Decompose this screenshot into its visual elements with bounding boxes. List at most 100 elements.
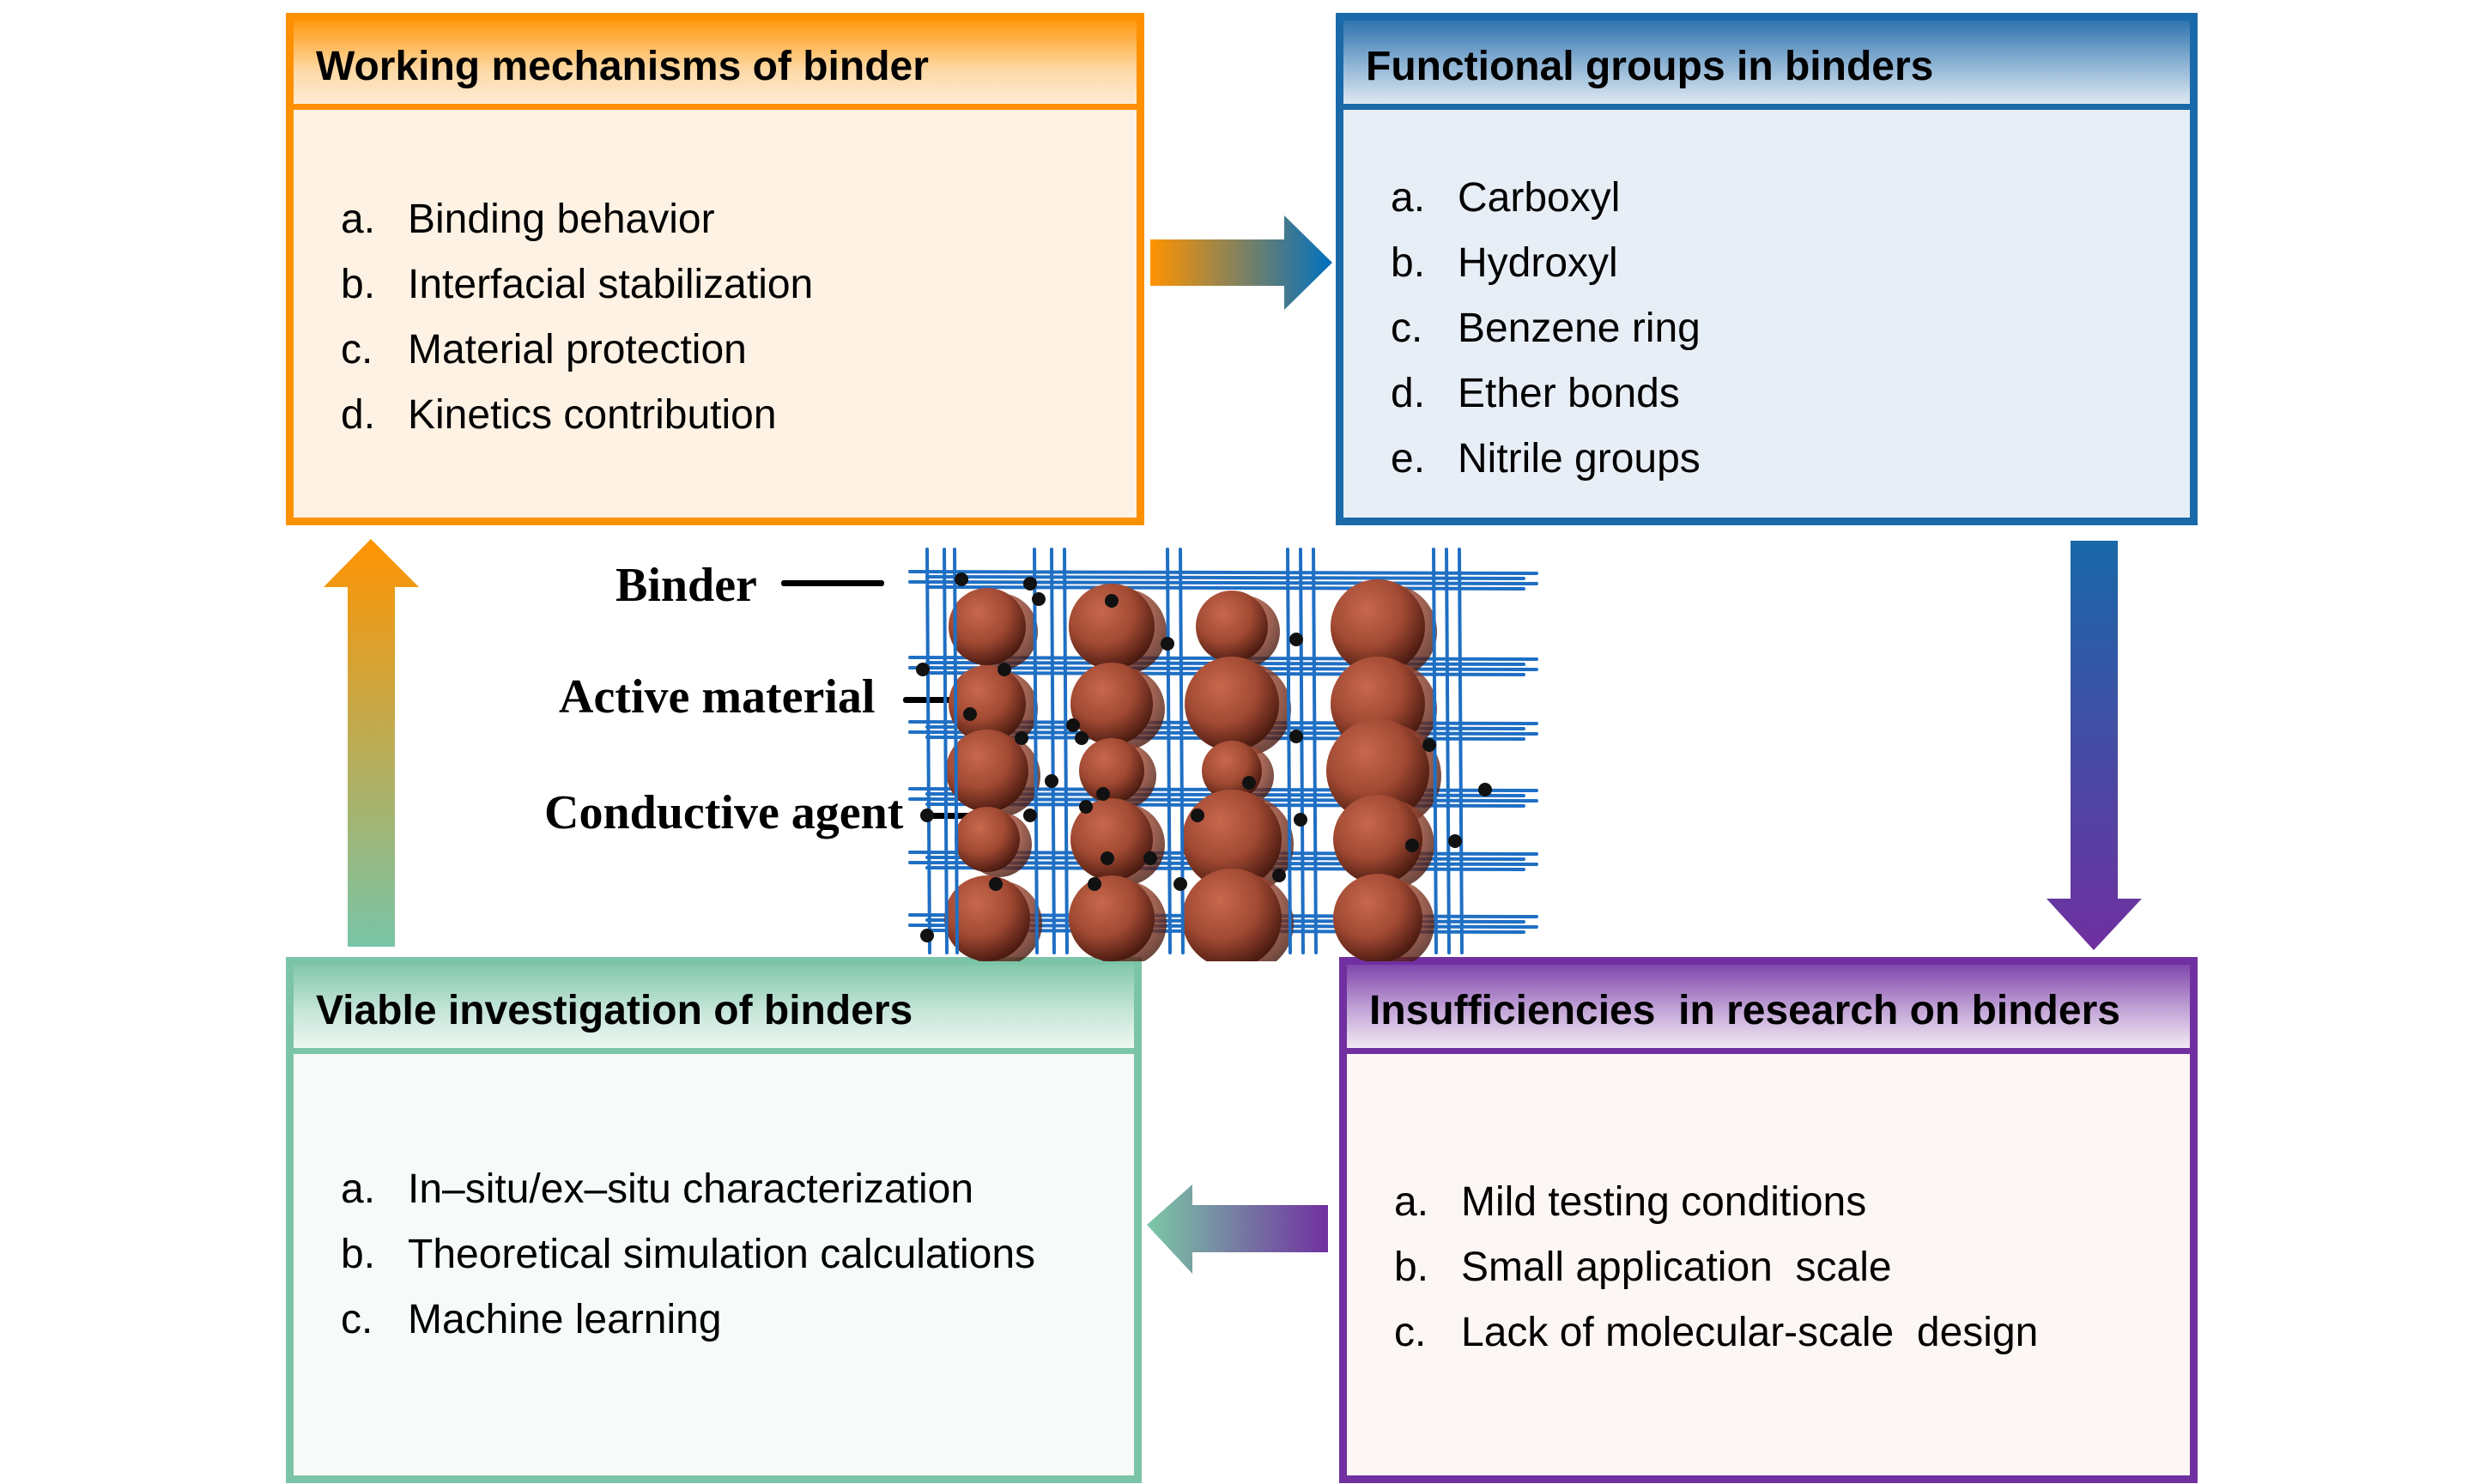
working-mechanisms-title: Working mechanisms of binder xyxy=(316,44,929,89)
electrode-structure-illustration xyxy=(908,548,1538,961)
binder-fiber xyxy=(1299,548,1305,954)
active-material-particle xyxy=(1069,875,1155,961)
active-material-particle xyxy=(1333,874,1422,961)
conductive-agent-particle xyxy=(1023,809,1037,822)
conductive-agent-particle xyxy=(1422,738,1436,752)
insufficiencies-title: Insufficiencies in research on binders xyxy=(1369,988,2120,1033)
list-item: d.Kinetics contribution xyxy=(341,383,813,448)
list-item: d.Ether bonds xyxy=(1391,361,1701,427)
active-material-label: Active material xyxy=(559,670,876,724)
conductive-agent-particle xyxy=(1294,813,1307,827)
conductive-agent-particle xyxy=(955,572,968,586)
working-mechanisms-list: a.Binding behavior b. Interfacial stabili… xyxy=(341,187,813,448)
list-marker: c. xyxy=(341,1297,373,1342)
conductive-agent-particle xyxy=(916,663,930,676)
binder-fiber xyxy=(1179,548,1185,954)
conductive-agent-particle xyxy=(1448,834,1462,848)
conductive-agent-particle xyxy=(1096,787,1110,801)
list-item: e.Nitrile groups xyxy=(1391,427,1701,492)
list-marker: a. xyxy=(341,1166,376,1212)
insufficiencies-header: Insufficiencies in research on binders xyxy=(1347,965,2190,1054)
list-text: Machine learning xyxy=(408,1297,722,1342)
working-mechanisms-header: Working mechanisms of binder xyxy=(294,21,1137,110)
list-text: Ether bonds xyxy=(1458,371,1680,416)
list-text: In–situ/ex–situ characterization xyxy=(408,1166,974,1212)
list-item: b.Theoretical simulation calculations xyxy=(341,1222,1035,1287)
conductive-agent-particle xyxy=(1023,577,1037,591)
viable-investigation-list: a. In–situ/ex–situ characterization b.The… xyxy=(341,1157,1035,1353)
functional-groups-box: Functional groups in binders a.Carboxyl … xyxy=(1336,13,2198,525)
binder-fiber xyxy=(1063,548,1069,954)
list-item: b. Interfacial stabilization xyxy=(341,252,813,318)
functional-groups-title: Functional groups in binders xyxy=(1366,44,1934,89)
list-marker: e. xyxy=(1391,436,1426,482)
conductive-agent-particle xyxy=(1272,869,1286,882)
active-material-particle xyxy=(1333,795,1422,884)
list-marker: b. xyxy=(341,262,376,307)
list-item: a. In–situ/ex–situ characterization xyxy=(341,1157,1035,1222)
conductive-agent-particle xyxy=(1242,776,1256,790)
active-material-particle xyxy=(1185,657,1279,751)
binder-fiber xyxy=(925,575,1525,580)
viable-investigation-title: Viable investigation of binders xyxy=(316,988,913,1033)
list-marker: b. xyxy=(1394,1245,1429,1290)
list-text: Lack of molecular-scale design xyxy=(1461,1310,2039,1355)
viable-investigation-header: Viable investigation of binders xyxy=(294,965,1134,1054)
list-text: Mild testing conditions xyxy=(1461,1179,1867,1225)
insufficiencies-box: Insufficiencies in research on binders a… xyxy=(1339,957,2198,1483)
list-text: Interfacial stabilization xyxy=(408,262,814,307)
list-item: c. Machine learning xyxy=(341,1287,1035,1353)
conductive-agent-particle xyxy=(989,877,1003,891)
conductive-agent-particle xyxy=(1478,783,1492,797)
conductive-agent-particle xyxy=(1066,718,1080,732)
conductive-agent-particle xyxy=(1289,730,1303,743)
working-mechanisms-body: a.Binding behavior b. Interfacial stabili… xyxy=(294,110,1137,518)
conductive-agent-particle xyxy=(1015,731,1028,745)
insufficiencies-list: a.Mild testing conditions b.Small applic… xyxy=(1394,1170,2038,1366)
conductive-agent-particle xyxy=(1161,637,1174,651)
active-material-particle xyxy=(1079,738,1144,803)
binder-fiber xyxy=(908,570,1538,575)
binder-fiber xyxy=(925,548,931,954)
list-marker: d. xyxy=(341,392,376,438)
binder-leader-line xyxy=(781,580,884,586)
list-item: a.Carboxyl xyxy=(1391,166,1701,231)
conductive-agent-particle xyxy=(1075,731,1088,745)
active-material-particle xyxy=(1070,798,1153,881)
list-marker: a. xyxy=(1391,175,1426,221)
conductive-agent-particle xyxy=(1101,851,1114,865)
list-item: a.Mild testing conditions xyxy=(1394,1170,2038,1235)
active-material-particle xyxy=(949,588,1026,665)
conductive-agent-leader-line xyxy=(927,813,997,819)
binder-fiber xyxy=(1166,548,1172,954)
list-marker: c. xyxy=(1391,306,1423,351)
conductive-agent-particle xyxy=(1032,592,1046,606)
binder-fiber xyxy=(953,548,959,954)
conductive-agent-particles xyxy=(916,572,1492,942)
list-marker: c. xyxy=(341,327,373,373)
active-material-particle xyxy=(1331,579,1425,674)
conductive-agent-particle xyxy=(1105,594,1119,608)
active-material-particle xyxy=(1182,869,1282,961)
functional-groups-list: a.Carboxyl b.Hydroxyl c.Benzene ring d.E… xyxy=(1391,166,1701,492)
conductive-agent-particle xyxy=(963,707,977,721)
list-text: Theoretical simulation calculations xyxy=(408,1232,1036,1277)
list-item: c.Benzene ring xyxy=(1391,296,1701,361)
conductive-agent-particle xyxy=(1405,839,1419,852)
binder-fiber xyxy=(1312,548,1318,954)
list-item: b.Hydroxyl xyxy=(1391,231,1701,296)
list-marker: b. xyxy=(1391,240,1426,286)
list-item: a.Binding behavior xyxy=(341,187,813,252)
arrow-right-icon xyxy=(1150,215,1332,310)
conductive-agent-particle xyxy=(1079,800,1093,814)
list-item: c. Material protection xyxy=(341,318,813,383)
binder-fiber xyxy=(1050,548,1056,954)
conductive-agent-particle xyxy=(1143,851,1157,865)
binder-label: Binder xyxy=(615,559,757,612)
active-material-particle xyxy=(1069,584,1155,669)
active-material-particle xyxy=(955,807,1020,872)
active-material-particle xyxy=(949,665,1026,742)
conductive-agent-particle xyxy=(1088,877,1101,891)
functional-groups-body: a.Carboxyl b.Hydroxyl c.Benzene ring d.E… xyxy=(1343,110,2190,518)
list-text: Material protection xyxy=(408,327,747,373)
